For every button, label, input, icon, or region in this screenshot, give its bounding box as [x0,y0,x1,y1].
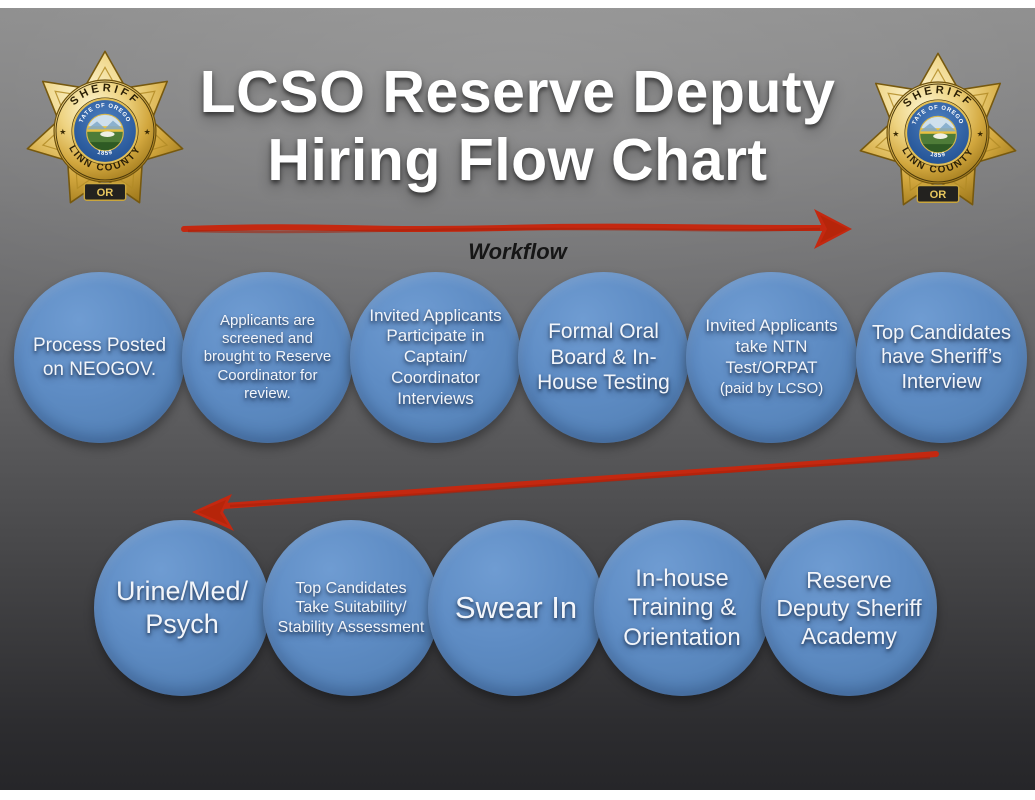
step-label: In-house Training & Orientation [623,565,741,651]
step-captain-interviews: Invited Applicants Participate in Captai… [350,272,521,443]
star-icon: ★ [977,130,984,139]
badge-state-banner: OR [83,182,127,201]
step-screening: Applicants are screened and brought to R… [182,272,353,443]
step-label: Applicants are screened and brought to R… [203,311,332,402]
star-icon: ★ [144,128,151,137]
step-oral-board: Formal Oral Board & In-House Testing [518,272,689,443]
title-line-2: Hiring Flow Chart [267,127,768,194]
sheriff-badge-left: SHERIFF LINN COUNTY ★ ★ STATE OF OREGON [26,50,184,204]
badge-state-banner: OR [916,184,960,203]
badge-seal: STATE OF OREGON 1859 [72,98,138,164]
step-urine-med-psych: Urine/Med/ Psych [94,520,270,696]
badge-state-abbr: OR [97,187,114,199]
step-neogov: Process Posted on NEOGOV. [14,272,185,443]
title-line-1: LCSO Reserve Deputy [199,59,836,125]
step-label: Invited Applicants take NTN Test/ORPAT (p… [686,316,857,399]
star-icon: ★ [59,128,66,137]
step-inhouse-training: In-house Training & Orientation [594,520,770,696]
step-label: Swear In [454,590,578,626]
step-label: Urine/Med/ Psych [115,576,249,639]
page-title: LCSO Reserve Deputy Hiring Flow Chart [0,58,1035,195]
badge-seal-year: 1859 [96,150,112,157]
step-sheriffs-interview: Top Candidates have Sheriff’s Interview [856,272,1027,443]
step-academy: Reserve Deputy Sheriff Academy [761,520,937,696]
step-label-main: Invited Applicants take NTN Test/ORPAT [705,316,838,377]
svg-text:1859: 1859 [929,152,946,159]
step-label: Formal Oral Board & In-House Testing [537,320,670,395]
badge-seal-year: 1859 [929,152,945,159]
slide-canvas: LCSO Reserve Deputy Hiring Flow Chart [0,8,1035,790]
step-label: Invited Applicants Participate in Captai… [369,305,502,408]
badge-seal: STATE OF OREGON 1859 [905,100,971,166]
badge-state-abbr: OR [930,189,947,201]
workflow-label: Workflow [468,239,567,264]
star-icon: ★ [892,130,899,139]
return-arrow [192,451,939,531]
sheriff-badge-right: SHERIFF LINN COUNTY ★ ★ STATE OF OREGON [859,52,1017,206]
step-label-sub: (paid by LCSO) [719,380,824,398]
step-ntn-orpat: Invited Applicants take NTN Test/ORPAT (p… [686,272,857,443]
step-swear-in: Swear In [428,520,604,696]
step-label: Top Candidates have Sheriff’s Interview [872,321,1011,393]
step-suitability: Top Candidates Take Suitability/ Stabili… [263,520,439,696]
step-label: Top Candidates Take Suitability/ Stabili… [277,579,425,636]
step-label: Reserve Deputy Sheriff Academy [776,566,922,650]
step-label: Process Posted on NEOGOV. [32,335,167,380]
svg-text:1859: 1859 [96,150,113,157]
